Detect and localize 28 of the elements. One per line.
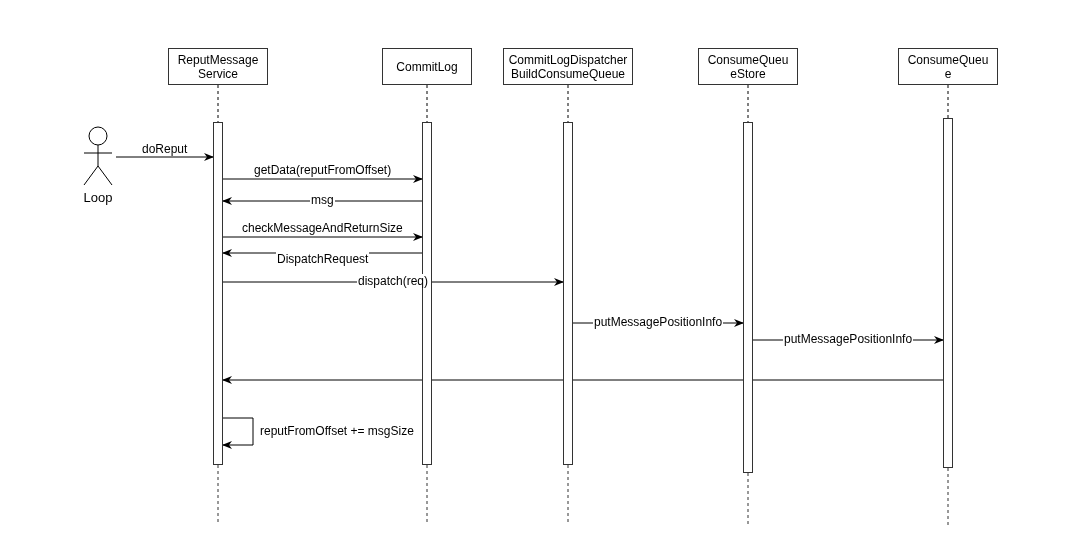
lifeline-header: CommitLogDispatcher BuildConsumeQueue [503, 48, 633, 85]
edge-label: putMessagePositionInfo [593, 315, 724, 329]
activation-bar [943, 118, 953, 468]
message-arrow [115, 153, 214, 161]
edge-label: DispatchRequest [276, 252, 370, 266]
edge-label: dispatch(req) [357, 274, 430, 288]
lifeline-header: ConsumeQueu eStore [698, 48, 798, 85]
actor-label: Loop [83, 190, 113, 205]
lifeline [567, 84, 569, 123]
lifeline [947, 84, 949, 119]
activation-bar [743, 122, 753, 473]
lifeline-header: ConsumeQueu e [898, 48, 998, 85]
lifeline [217, 84, 219, 123]
edge-label: putMessagePositionInfo [783, 332, 914, 346]
self-message-arrow [222, 417, 254, 449]
lifeline [426, 84, 428, 123]
edge-label: reputFromOffset += msgSize [259, 424, 415, 438]
edge-label: getData(reputFromOffset) [253, 163, 393, 177]
message-arrow [222, 376, 944, 384]
edge-label: checkMessageAndReturnSize [241, 221, 404, 235]
lifeline-header: CommitLog [382, 48, 472, 85]
lifeline [747, 84, 749, 123]
activation-bar [213, 122, 223, 465]
message-arrow [222, 175, 423, 183]
edge-label: doReput [141, 142, 189, 156]
lifeline-header: ReputMessage Service [168, 48, 268, 85]
activation-bar [563, 122, 573, 465]
message-arrow [222, 233, 423, 241]
